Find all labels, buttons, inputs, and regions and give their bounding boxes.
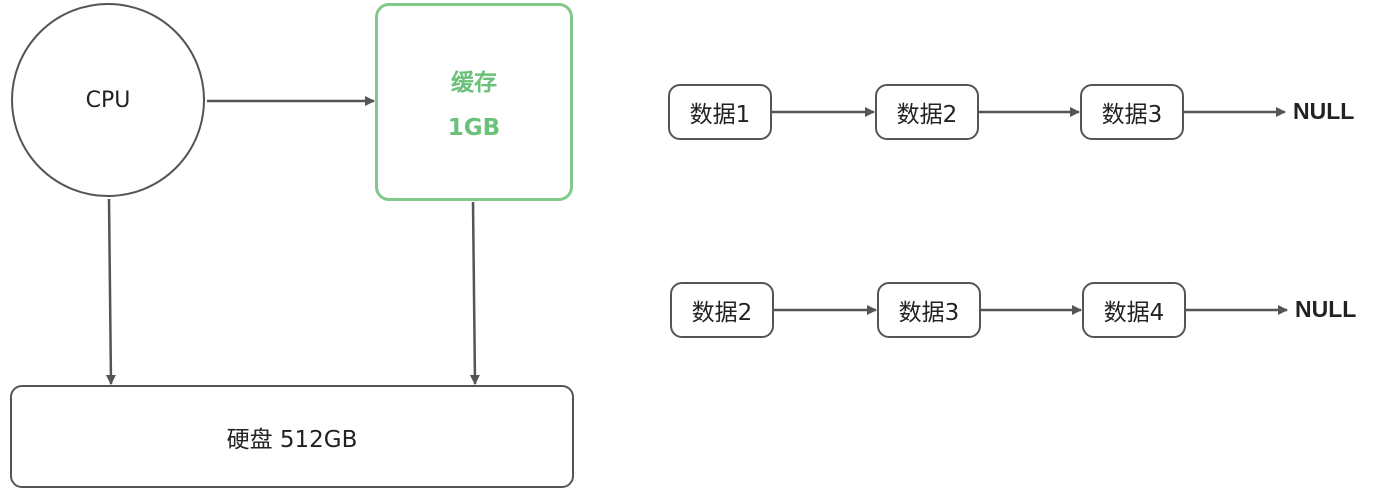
arrow-cpu-to-disk (105, 198, 116, 385)
list1-node-1-label: 数据1 (689, 102, 751, 128)
list2-node-1: 数据2 (670, 282, 774, 338)
list2-node-3-label: 数据4 (1103, 300, 1165, 326)
cpu-node: CPU (11, 3, 205, 197)
cpu-label: CPU (85, 87, 131, 113)
cache-size: 1GB (447, 115, 501, 141)
list1-node-3-label: 数据3 (1101, 102, 1163, 128)
list1-null-label: NULL (1293, 98, 1355, 124)
list2-node-3: 数据4 (1082, 282, 1186, 338)
list2-node-2-label: 数据3 (898, 300, 960, 326)
list1-node-1: 数据1 (668, 84, 772, 140)
list2-node-1-label: 数据2 (691, 300, 753, 326)
disk-label: 硬盘 512GB (226, 426, 358, 453)
disk-node: 硬盘 512GB (10, 385, 574, 488)
list1-node-3: 数据3 (1080, 84, 1184, 140)
list2-null-label: NULL (1295, 296, 1357, 322)
arrow-cache-to-disk (469, 201, 480, 385)
cache-node: 缓存 1GB (375, 3, 573, 201)
cache-title: 缓存 (451, 70, 497, 96)
list2-node-2: 数据3 (877, 282, 981, 338)
list1-node-2-label: 数据2 (896, 102, 958, 128)
list1-node-2: 数据2 (875, 84, 979, 140)
